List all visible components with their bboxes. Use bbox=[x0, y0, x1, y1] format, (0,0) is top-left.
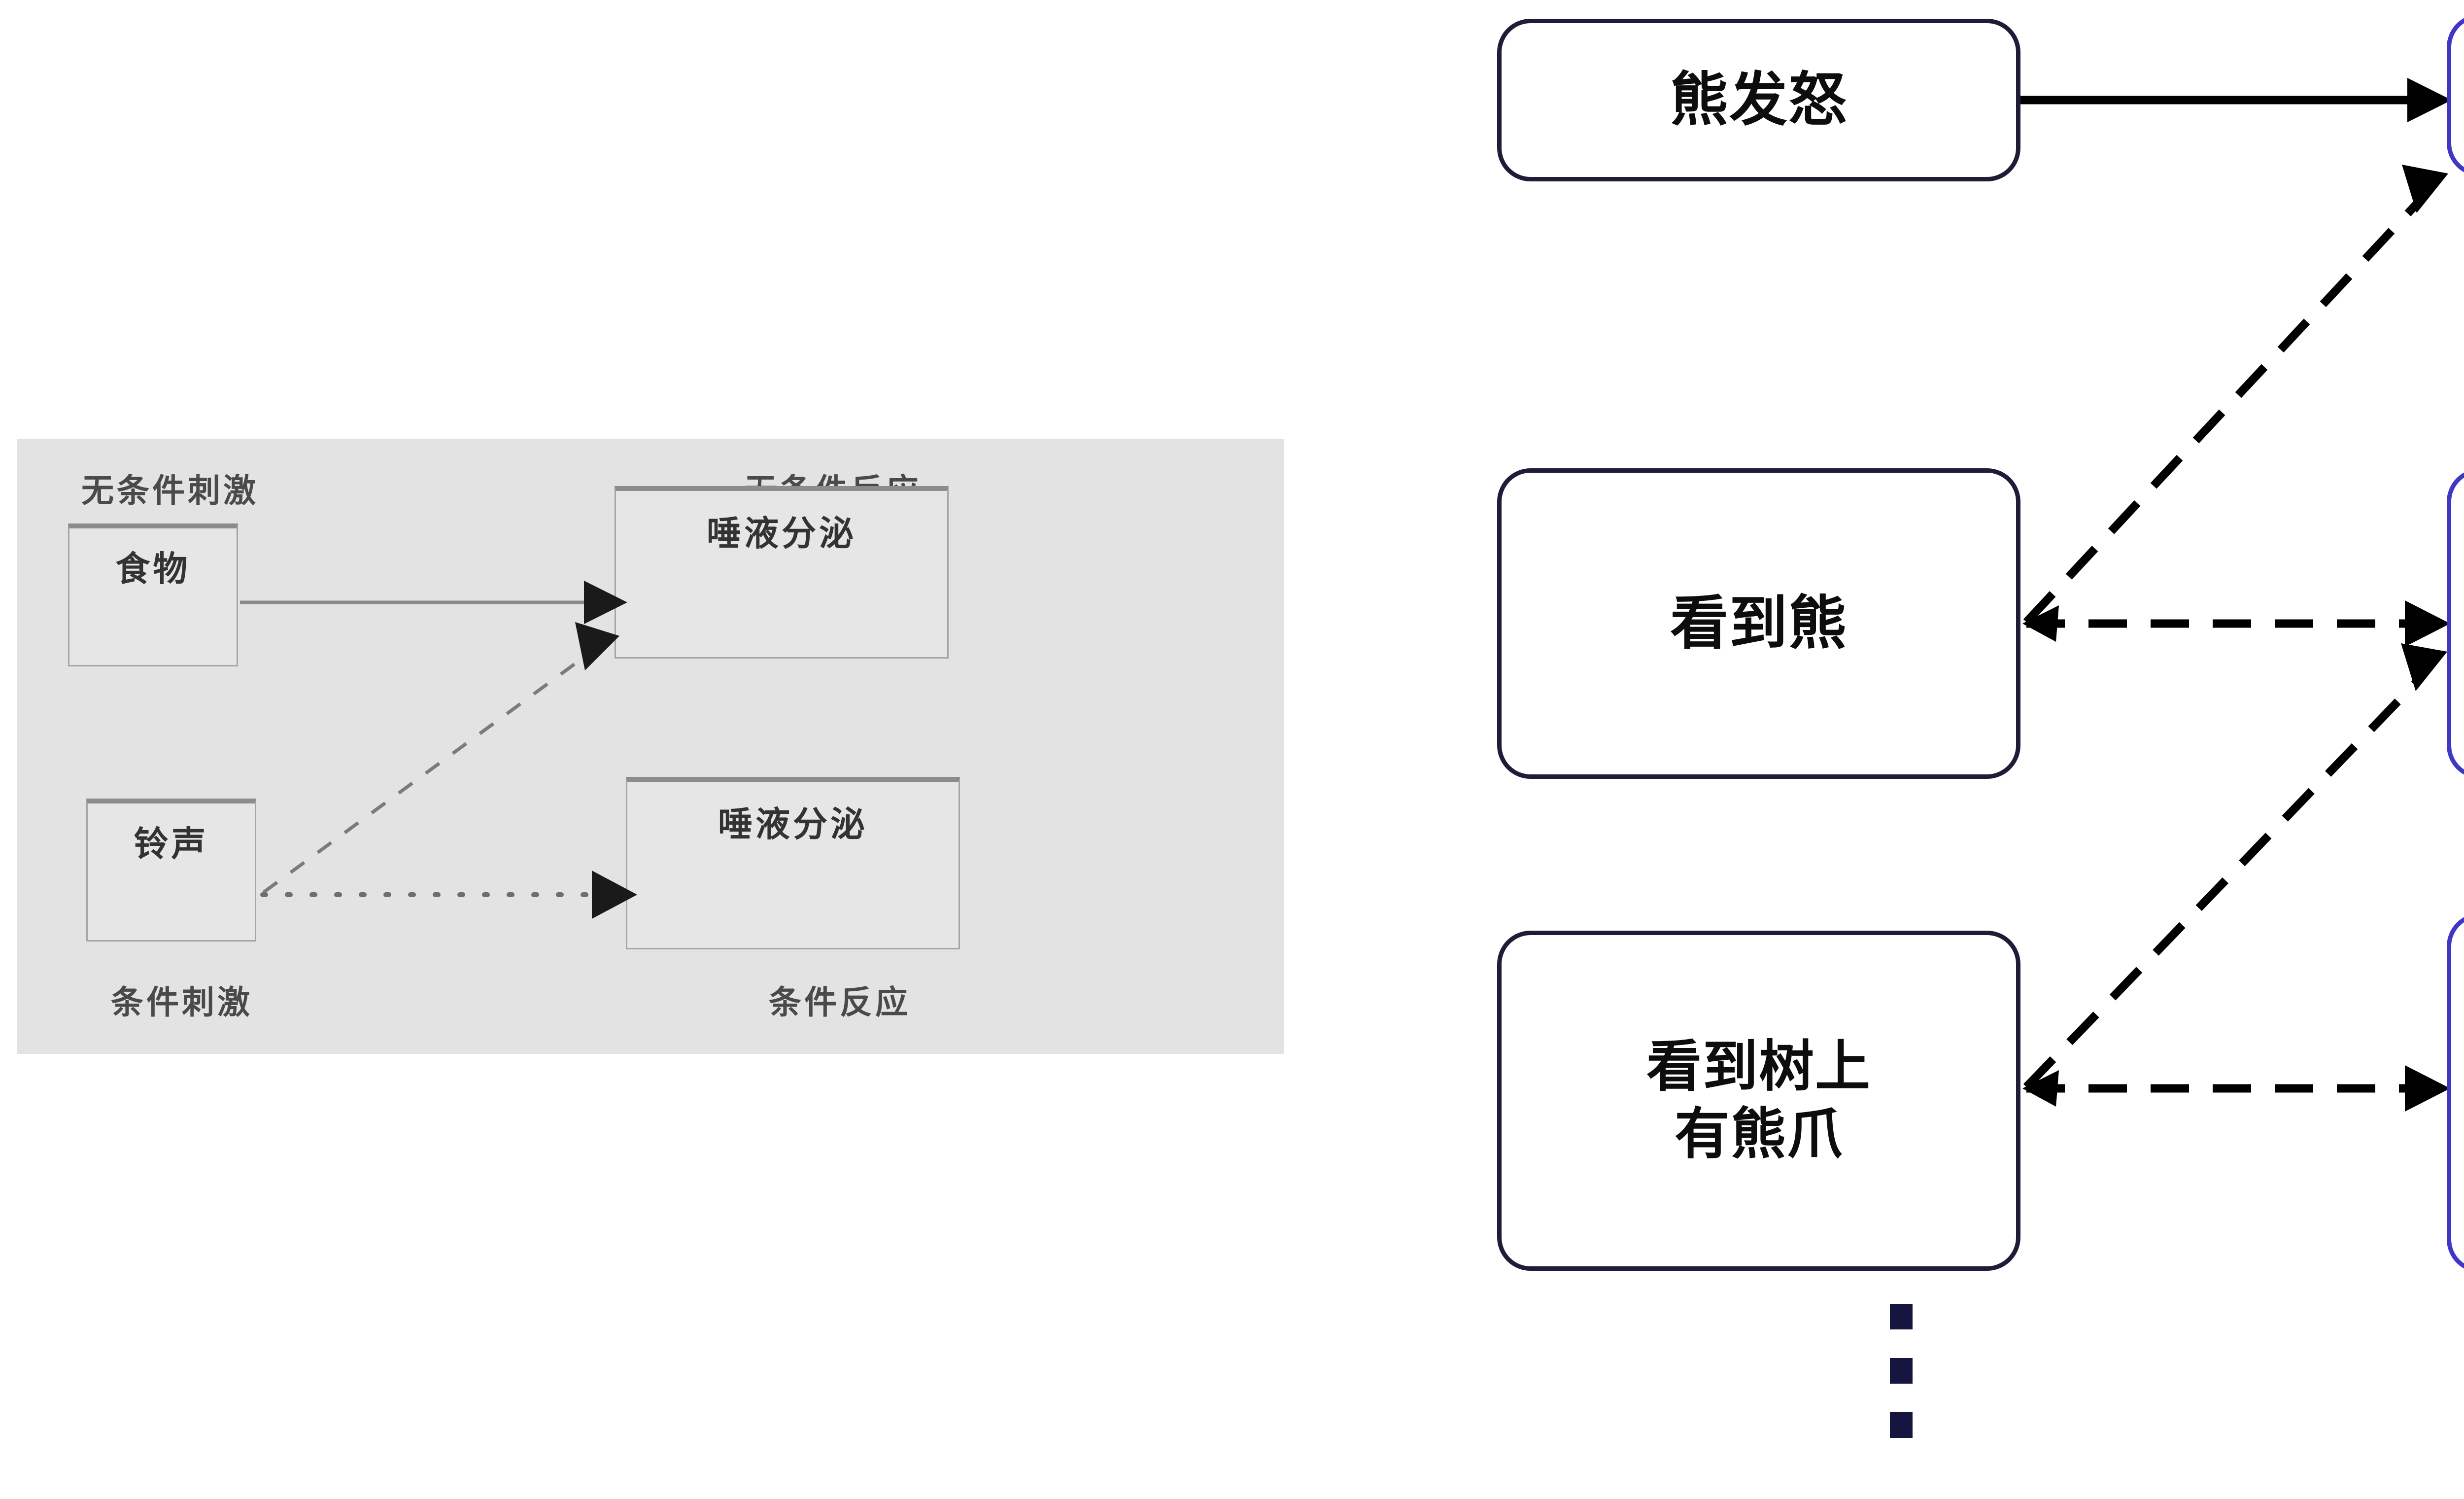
node-bear-angry-label: 熊发怒 bbox=[1670, 66, 1848, 134]
arrow-food-to-salivation bbox=[240, 581, 627, 624]
caption-conditioned-stimulus: 条件刺激 bbox=[111, 983, 253, 1021]
box-food-label: 食物 bbox=[115, 549, 191, 589]
box-salivation-conditioned-label: 唾液分泌 bbox=[718, 804, 868, 844]
node-bear-angry[interactable]: 熊发怒 bbox=[1497, 19, 2020, 181]
edge-bear-angry-to-reward bbox=[2020, 78, 2452, 122]
node-value-s[interactable]: V(s) bbox=[2447, 913, 2464, 1273]
node-value-s-prime[interactable]: V(s′) bbox=[2447, 468, 2464, 779]
rl-value-propagation-diagram: 熊发怒 看到熊 看到树上 有熊爪 奖励 V(s′) V(s) bbox=[1478, 0, 2464, 1499]
box-salivation-unconditioned: 唾液分泌 bbox=[615, 486, 949, 659]
box-salivation-unconditioned-label: 唾液分泌 bbox=[707, 513, 856, 554]
edge-see-bear-to-reward bbox=[2023, 165, 2448, 625]
node-see-bear[interactable]: 看到熊 bbox=[1497, 468, 2020, 779]
caption-unconditioned-stimulus: 无条件刺激 bbox=[81, 472, 259, 510]
node-reward[interactable]: 奖励 bbox=[2447, 14, 2464, 176]
edge-claw-to-v-s bbox=[2022, 1065, 2450, 1112]
box-food: 食物 bbox=[68, 523, 238, 666]
box-bell: 铃声 bbox=[86, 799, 256, 941]
arrow-bell-to-salivation-cond bbox=[260, 871, 637, 919]
ellipsis-dot bbox=[1890, 1304, 1913, 1329]
node-see-bear-claw-on-tree[interactable]: 看到树上 有熊爪 bbox=[1497, 931, 2020, 1271]
ellipsis-left-column bbox=[1890, 1304, 1913, 1438]
node-see-bear-label: 看到熊 bbox=[1670, 589, 1848, 658]
box-salivation-conditioned: 唾液分泌 bbox=[626, 777, 960, 949]
ellipsis-dot bbox=[1890, 1412, 1913, 1438]
classical-conditioning-panel: 无条件刺激 无条件反应 条件刺激 条件反应 食物 铃声 唾液分泌 唾液分泌 bbox=[17, 439, 1284, 1054]
caption-conditioned-response: 条件反应 bbox=[769, 983, 911, 1021]
edge-see-bear-to-v-s-prime bbox=[2022, 600, 2450, 647]
edge-claw-to-v-s-prime bbox=[2023, 643, 2447, 1090]
rl-edges bbox=[2020, 78, 2452, 1112]
arrow-bell-to-salivation-uncond bbox=[262, 622, 619, 894]
box-bell-label: 铃声 bbox=[134, 824, 209, 864]
ellipsis-dot bbox=[1890, 1358, 1913, 1384]
node-see-bear-claw-on-tree-label: 看到树上 有熊爪 bbox=[1646, 1035, 1871, 1166]
conditioning-arrows bbox=[240, 581, 637, 919]
